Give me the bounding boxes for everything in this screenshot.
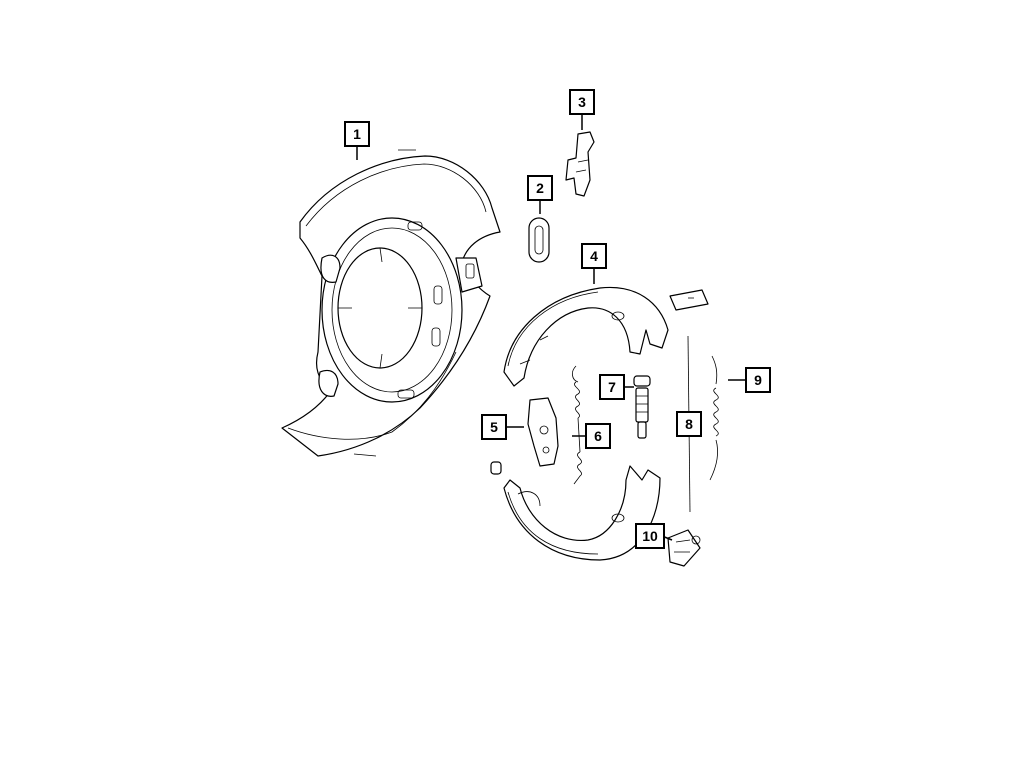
callout-10-label: 10 <box>642 528 658 544</box>
part-1-dust-shield <box>281 149 501 457</box>
part-4-brake-shoe-lower <box>503 465 661 561</box>
callout-6: 6 <box>585 423 611 449</box>
part-8-hold-down-pin <box>669 289 709 513</box>
callout-2: 2 <box>527 175 553 201</box>
part-3-bracket-clip <box>565 131 595 197</box>
callout-3: 3 <box>569 89 595 115</box>
part-10-retainer-clip <box>667 529 701 567</box>
part-4-brake-shoe-upper <box>503 286 669 387</box>
part-9-spring <box>709 355 719 481</box>
callout-10: 10 <box>635 523 665 549</box>
callout-6-label: 6 <box>594 428 602 444</box>
callout-1-label: 1 <box>353 126 361 142</box>
callout-4: 4 <box>581 243 607 269</box>
callout-1: 1 <box>344 121 370 147</box>
callout-5-label: 5 <box>490 419 498 435</box>
callout-2-label: 2 <box>536 180 544 196</box>
callout-7: 7 <box>599 374 625 400</box>
part-2-grommet <box>528 217 550 263</box>
part-7-adjuster-screw <box>633 375 651 439</box>
callout-5: 5 <box>481 414 507 440</box>
callout-8-label: 8 <box>685 416 693 432</box>
callout-7-label: 7 <box>608 379 616 395</box>
callout-8: 8 <box>676 411 702 437</box>
callout-3-label: 3 <box>578 94 586 110</box>
callout-9: 9 <box>745 367 771 393</box>
callout-9-label: 9 <box>754 372 762 388</box>
part-6-return-spring <box>572 365 582 485</box>
callout-4-label: 4 <box>590 248 598 264</box>
part-5-adjuster-lever <box>490 397 559 475</box>
